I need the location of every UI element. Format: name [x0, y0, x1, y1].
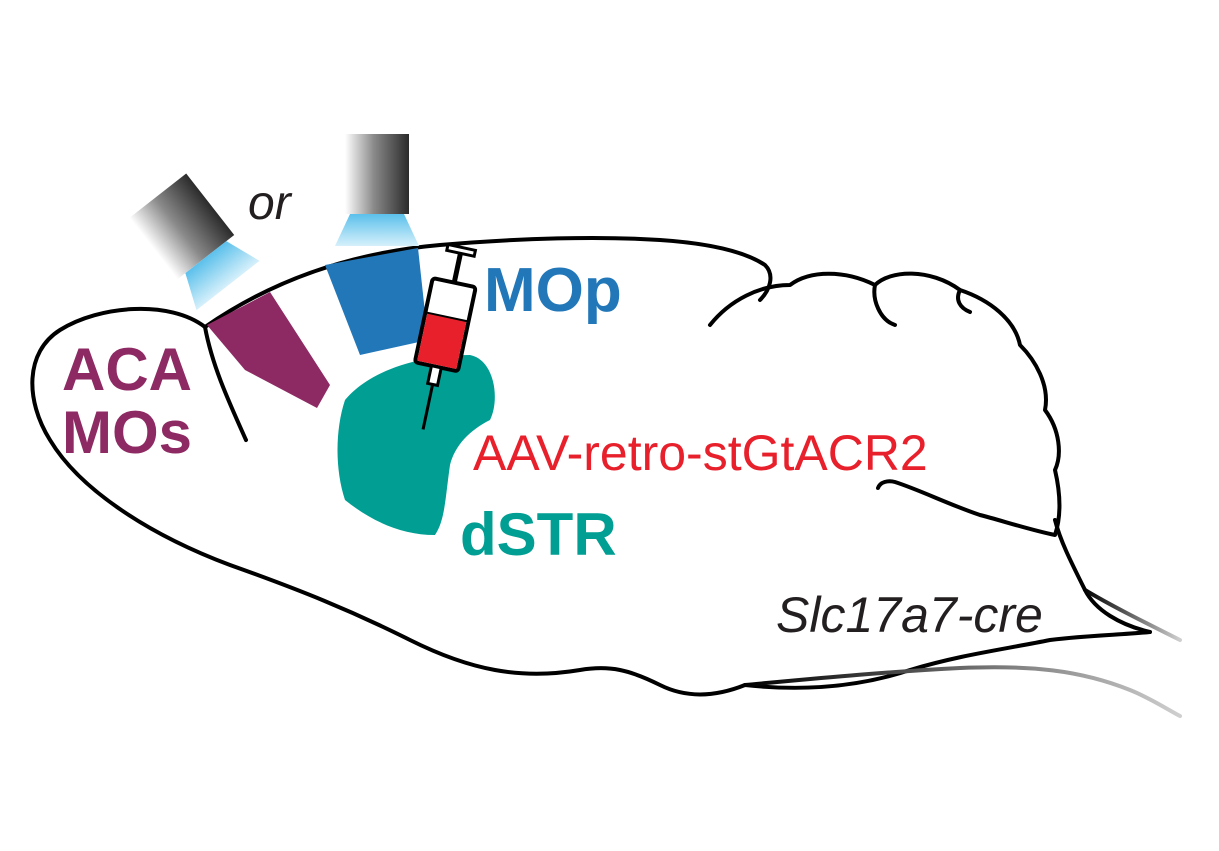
syringe-hub — [425, 363, 444, 388]
dstr-label: dSTR — [460, 501, 617, 568]
syringe-thumb — [445, 242, 478, 259]
mop-region — [325, 248, 428, 355]
genotype-label: Slc17a7-cre — [776, 587, 1043, 643]
cerebellum-outline — [708, 271, 1062, 537]
syringe-virus — [417, 312, 467, 369]
fiber-ferrule-left — [129, 173, 235, 280]
light-cone-left — [185, 241, 260, 311]
or-label: or — [248, 177, 291, 230]
aca-mos-label: ACA MOs — [62, 338, 192, 464]
syringe-plunger — [451, 250, 464, 284]
dstr-region — [337, 355, 495, 535]
mos-label: MOs — [62, 399, 193, 466]
syringe-icon — [413, 242, 478, 430]
cerebellum-fold-1 — [872, 283, 897, 327]
aca-label: ACA — [62, 336, 192, 403]
spinal-cord-outline — [1083, 588, 1182, 642]
aav-label: AAV-retro-stGtACR2 — [473, 425, 928, 481]
light-cone-right — [335, 214, 419, 246]
cerebellum-fold-2 — [956, 288, 972, 314]
mop-label: MOp — [484, 256, 622, 325]
fiber-ferrule-right — [345, 134, 409, 214]
brainstem-outline — [743, 665, 1182, 718]
aca-mos-region — [207, 292, 330, 408]
optical-fiber-icon-right — [335, 134, 419, 246]
optical-fiber-icon-left — [129, 173, 260, 311]
syringe-needle — [421, 384, 435, 430]
frontal-boundary-line — [203, 325, 248, 442]
